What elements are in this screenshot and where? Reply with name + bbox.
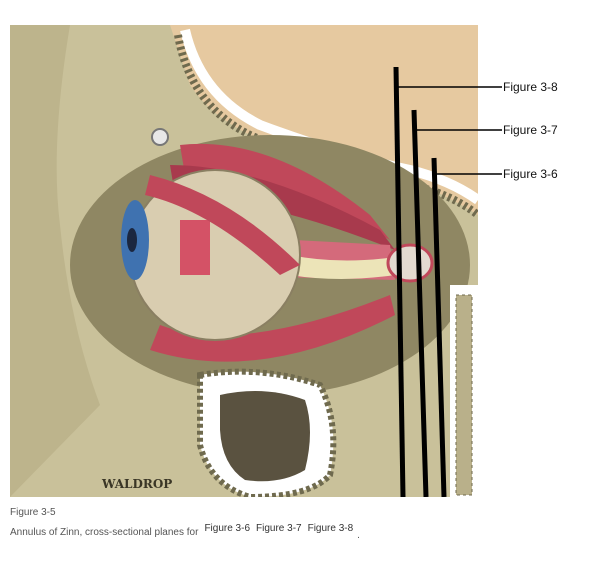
face-profile [10, 25, 100, 497]
superior-oblique [145, 175, 300, 275]
plane-label-fig-3-8: Figure 3-8 [503, 80, 558, 94]
plane-line-fig-3-7 [411, 109, 429, 497]
pupil [127, 228, 137, 252]
link-figure-3-6[interactable]: Figure 3-6 [204, 523, 251, 534]
trochlea [151, 128, 169, 146]
link-figure-3-7[interactable]: Figure 3-7 [256, 523, 302, 534]
inferior-rectus [150, 295, 395, 362]
link-figure-3-8[interactable]: Figure 3-8 [307, 523, 354, 534]
orbit-illustration: WALDROP [10, 25, 478, 497]
plane-line-fig-3-6 [431, 157, 447, 497]
muscle-insertion [180, 220, 210, 275]
plane-label-fig-3-6: Figure 3-6 [503, 167, 558, 181]
maxillary-sinus [220, 391, 310, 482]
artist-signature: WALDROP [101, 477, 172, 491]
optic-nerve [290, 255, 395, 279]
annulus-of-zinn [386, 243, 434, 283]
superior-rectus [180, 143, 390, 240]
sphenoid-bone-marrow [455, 294, 473, 496]
leader-extensions [478, 86, 502, 175]
caption-text: Annulus of Zinn, cross-sectional planes … [10, 527, 199, 538]
figure-caption: Annulus of Zinn, cross-sectional planes … [10, 523, 360, 541]
caption-period: . [357, 530, 360, 541]
plane-label-fig-3-7: Figure 3-7 [503, 123, 558, 137]
figure-number: Figure 3-5 [10, 507, 56, 518]
plane-line-fig-3-8 [393, 66, 406, 497]
